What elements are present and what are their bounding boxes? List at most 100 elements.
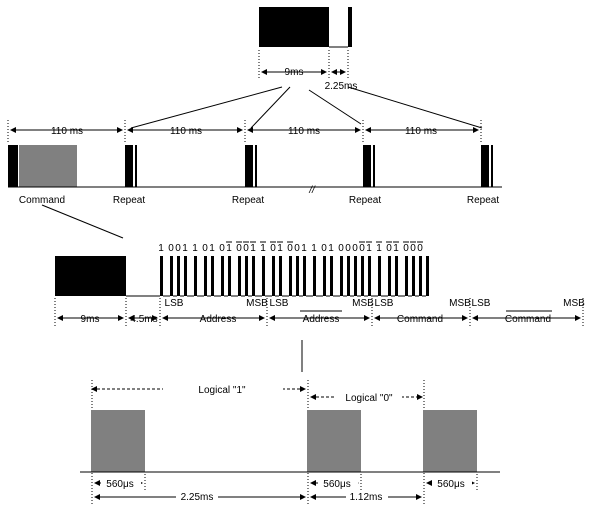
bit-pulse (272, 256, 275, 296)
bit-value: 0 (321, 243, 327, 254)
bit-pulse (184, 256, 187, 296)
interval-label-2: 110 ms (170, 126, 202, 137)
bit-pulse (388, 256, 391, 296)
bit-pulse (170, 256, 173, 296)
stop-burst (348, 7, 352, 47)
logical-one-burst (91, 410, 145, 472)
bit-pulse (323, 256, 326, 296)
bit-value: 1 (393, 243, 399, 254)
seg-command-label: Command (397, 314, 443, 325)
bit-value: 0 (219, 243, 225, 254)
bit-value: 1 (366, 243, 372, 254)
bit-pulse (238, 256, 241, 296)
seg-9ms-label: 9ms (81, 314, 100, 325)
command-zoom-line (41, 204, 124, 239)
pulse-560-label-2: 560μs (323, 479, 350, 490)
bit-value: 1 (277, 243, 283, 254)
bit-pulse (340, 256, 343, 296)
bit-pulse (252, 256, 255, 296)
bit-value: 0 (359, 243, 365, 254)
span-112-label: 1.12ms (350, 492, 383, 503)
bit-pulse (279, 256, 282, 296)
repeat-burst-1 (125, 145, 133, 187)
command-frame-label: Command (19, 195, 65, 206)
label-background (268, 298, 290, 309)
bit-value: 0 (287, 243, 293, 254)
bit-pulse (211, 256, 214, 296)
label-background (470, 298, 492, 309)
repeat-stop-2 (255, 145, 257, 187)
repeat-label-2: Repeat (232, 195, 264, 206)
bit-value: 0 (345, 243, 351, 254)
bit-value: 1 (209, 243, 215, 254)
bit-pulse (361, 256, 364, 296)
label-background (163, 298, 185, 309)
bit-pulse (289, 256, 292, 296)
interval-label-4: 110 ms (405, 126, 437, 137)
pulse-560-label-1: 560μs (106, 479, 133, 490)
seg-address-label: Address (200, 314, 237, 325)
bit-value: 1 (250, 243, 256, 254)
bit-pulse (194, 256, 197, 296)
leader-burst-9ms (55, 256, 126, 296)
bit-pulse (204, 256, 207, 296)
bit-value: 0 (270, 243, 276, 254)
bit-value: 0 (168, 243, 174, 254)
repeat-stop-4 (491, 145, 493, 187)
bit-pulse (405, 256, 408, 296)
logical-one-label: Logical "1" (198, 385, 246, 396)
bit-pulse (419, 256, 422, 296)
bit-value: 0 (338, 243, 344, 254)
lsb-label-3: LSB (375, 298, 394, 309)
time-break-mark: // (308, 185, 316, 196)
message-frame: LSB MSB LSB MSB LSB MSB LSB MSB 9ms 4.5m… (54, 241, 587, 372)
bit-pulse (262, 256, 265, 296)
repeat-burst-4 (481, 145, 489, 187)
lsb-label-2: LSB (270, 298, 289, 309)
bit-encoding-detail: Logical "1" Logical "0" 560μs 560μs 560μ… (80, 380, 500, 505)
bit-pulse (160, 256, 163, 296)
bit-value: 0 (352, 243, 358, 254)
repeat-stop-3 (373, 145, 375, 187)
bit-value: 1 (260, 243, 266, 254)
bit-pulse (303, 256, 306, 296)
bit-pulse (296, 256, 299, 296)
bit-value: 0 (243, 243, 249, 254)
label-background (351, 298, 376, 309)
bit-pulse (330, 256, 333, 296)
bit-pulse (354, 256, 357, 296)
bit-pulse (395, 256, 398, 296)
bit-pulse (177, 256, 180, 296)
interval-label-3: 110 ms (288, 126, 320, 137)
label-background (373, 298, 395, 309)
bit-value: 1 (301, 243, 307, 254)
bit-value: 1 (311, 243, 317, 254)
repeat-burst-2 (245, 145, 253, 187)
repeat-label-3: Repeat (349, 195, 381, 206)
bit-value: 1 (328, 243, 334, 254)
bit-value: 0 (294, 243, 300, 254)
seg-command-inv-label: Command (505, 314, 551, 325)
label-background (562, 298, 587, 309)
msb-label-4: MSB (563, 298, 585, 309)
repeat-label-4: Repeat (467, 195, 499, 206)
leader-burst (259, 7, 329, 47)
bit-pulse (228, 256, 231, 296)
pulse-560-label-3: 560μs (437, 479, 464, 490)
msb-label-1: MSB (246, 298, 268, 309)
command-leader-burst (8, 145, 18, 187)
command-data-burst (19, 145, 77, 187)
seg-address-inv-label: Address (303, 314, 340, 325)
logical-zero-burst (307, 410, 361, 472)
label-background (448, 298, 473, 309)
bit-value: 1 (226, 243, 232, 254)
bit-pulse (378, 256, 381, 296)
bit-value: 0 (175, 243, 181, 254)
bit-value: 1 (376, 243, 382, 254)
bit-pulse (313, 256, 316, 296)
next-bit-burst (423, 410, 477, 472)
interval-label-1: 110 ms (51, 126, 83, 137)
msb-label-3: MSB (449, 298, 471, 309)
bit-pulse (347, 256, 350, 296)
